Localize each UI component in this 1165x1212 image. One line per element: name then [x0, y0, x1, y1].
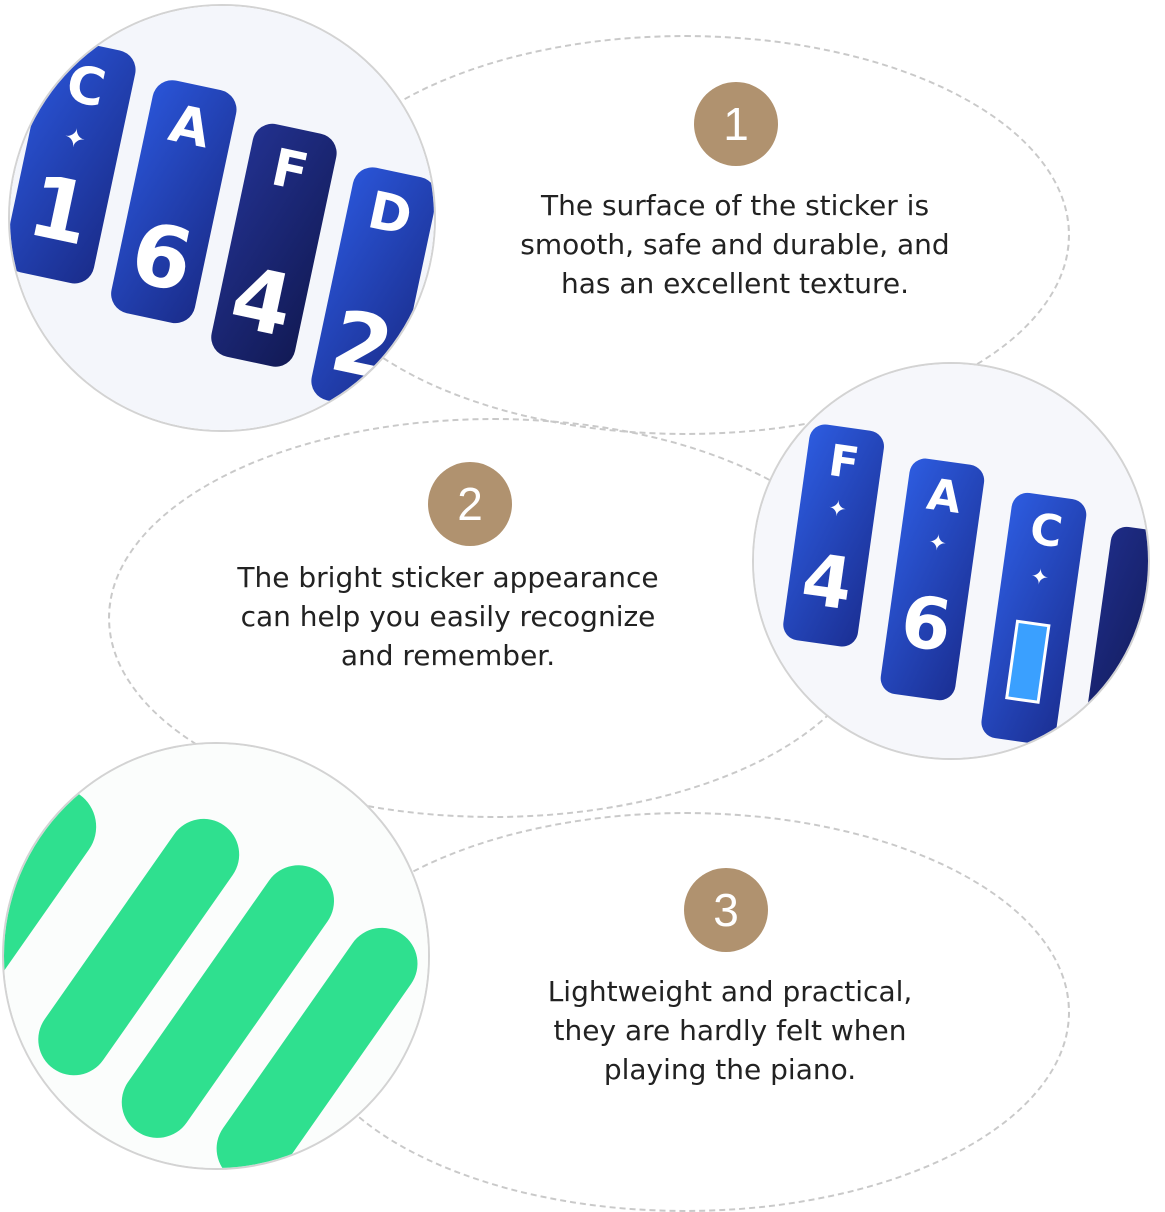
sticker-c-1	[10, 39, 136, 284]
sticker-f-4	[783, 424, 884, 647]
feature-1-description: The surface of the sticker is smooth, sa…	[520, 189, 950, 300]
feature-2-description: The bright sticker appearance can help y…	[237, 561, 659, 672]
star-icon: ✦	[927, 530, 949, 557]
sticker-a-6	[111, 80, 237, 324]
green-sticker	[317, 1008, 428, 1168]
sticker-d-2	[311, 167, 434, 411]
green-sticker	[4, 787, 97, 989]
star-icon: ✦	[827, 496, 849, 523]
sticker-closeup-photo-3	[2, 742, 430, 1170]
sticker-a-6	[880, 458, 985, 701]
green-sticker	[216, 927, 418, 1168]
sticker-closeup-photo-1: C ✦ 1 A 6 F 4 D 2	[8, 4, 436, 432]
sticker-strip	[10, 39, 434, 411]
feature-infographic: C ✦ 1 A 6 F 4 D 2	[2, 4, 1150, 1212]
feature-1-number-badge: 1	[694, 82, 778, 166]
green-sticker	[38, 818, 240, 1076]
feature-2-number-badge: 2	[428, 462, 512, 546]
star-icon: ✦	[1029, 564, 1051, 591]
sticker-label: C	[1027, 504, 1066, 558]
sticker-label: 4	[797, 537, 858, 626]
green-sticker	[121, 865, 335, 1138]
sticker-label: 6	[896, 579, 957, 668]
sticker-f-4	[211, 123, 337, 367]
sticker-label: F	[826, 436, 862, 490]
sticker-bar-mark	[1005, 619, 1051, 704]
sticker-closeup-photo-2: F ✦ 4 A ✦ 6 C ✦	[752, 362, 1150, 760]
feature-3-description: Lightweight and practical, they are hard…	[547, 975, 913, 1086]
sticker-label: A	[924, 470, 965, 524]
sticker-partial	[1080, 526, 1148, 758]
feature-3-number-badge: 3	[684, 868, 768, 952]
